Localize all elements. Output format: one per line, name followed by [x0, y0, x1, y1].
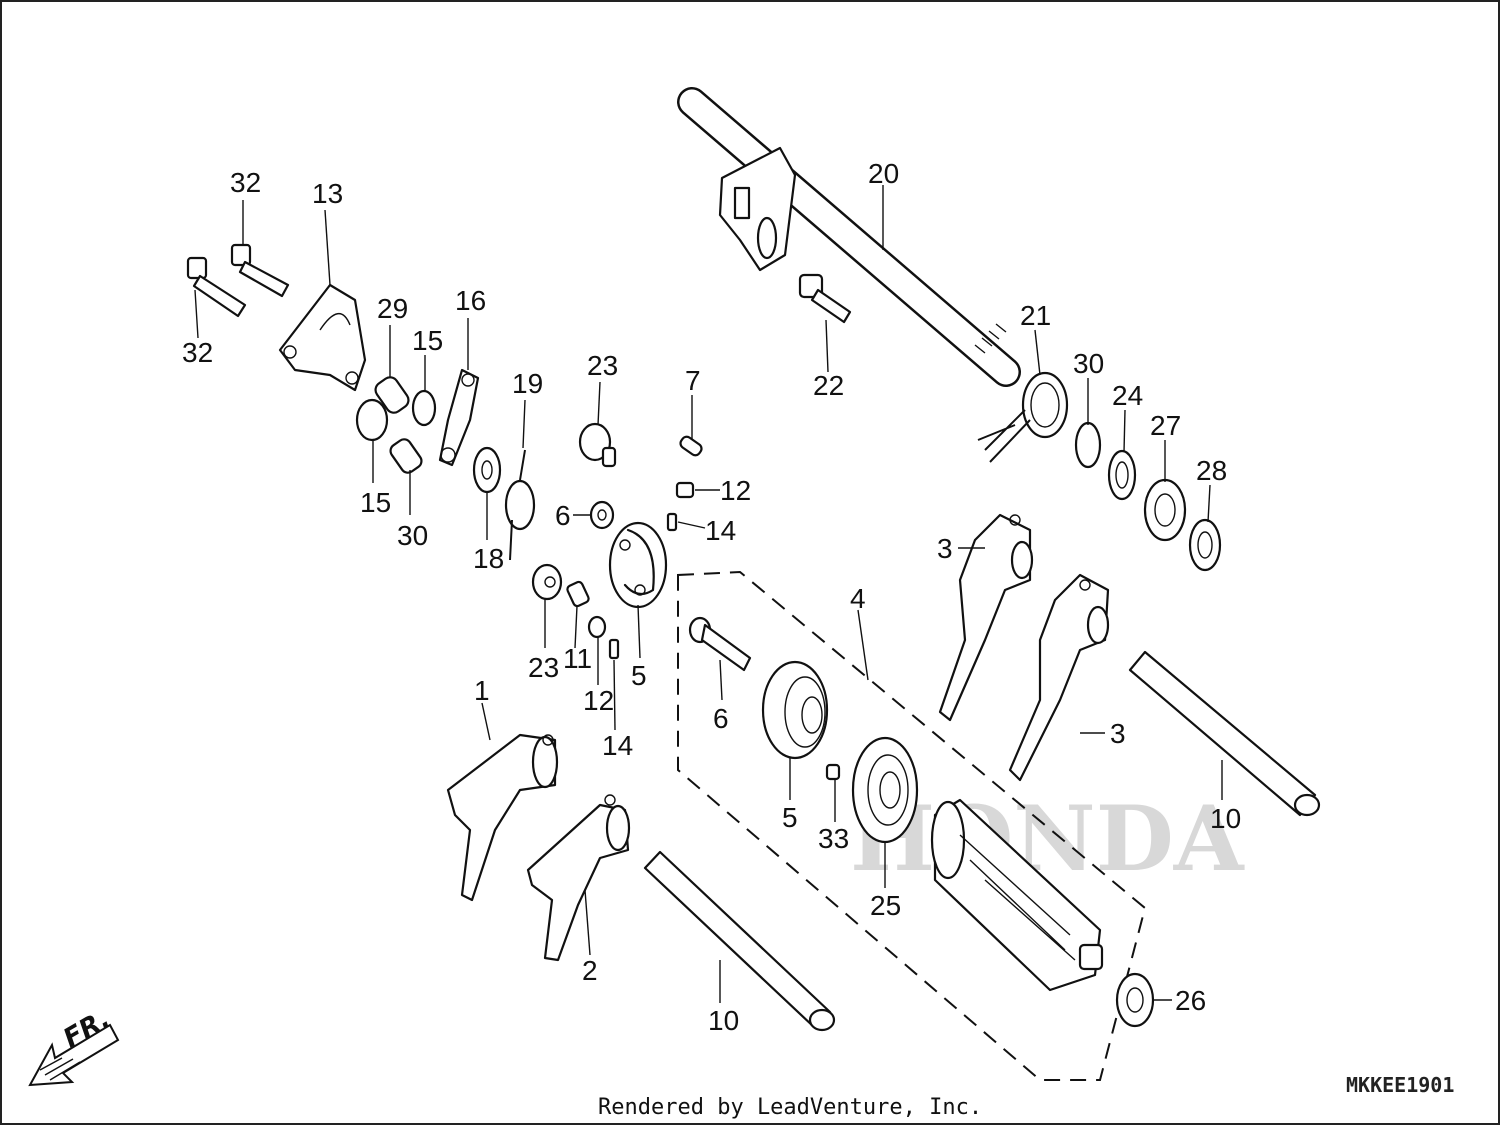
washer-17[interactable]	[411, 389, 437, 427]
callout-6: 6	[713, 703, 729, 734]
callout-4: 4	[850, 583, 866, 614]
callout-21: 21	[1020, 300, 1051, 331]
shift-fork-2[interactable]	[526, 794, 631, 962]
drum-center-7[interactable]	[608, 521, 668, 609]
shift-shaft[interactable]	[677, 87, 1021, 387]
collar-15[interactable]	[355, 398, 389, 442]
stopper-arm-16[interactable]	[438, 368, 480, 467]
callout-1: 1	[474, 675, 490, 706]
callout-19: 19	[512, 368, 543, 399]
callout-labels: 32 13 32 29 15 16 19 15 30 18 23 6 7 12 …	[182, 158, 1241, 1036]
spring-19[interactable]	[504, 449, 536, 561]
callout-12-upper: 12	[720, 475, 751, 506]
callout-24: 24	[1112, 380, 1143, 411]
callout-20: 20	[868, 158, 899, 189]
callout-7: 5	[631, 660, 647, 691]
callout-30: 30	[397, 520, 428, 551]
return-spring[interactable]	[977, 371, 1069, 463]
roller-12-lower[interactable]	[587, 615, 607, 639]
callout-12-lower: 12	[583, 685, 614, 716]
drum-pin-6[interactable]	[688, 616, 752, 672]
callout-26: 26	[1175, 985, 1206, 1016]
callout-16: 16	[455, 285, 486, 316]
snap-ring-31[interactable]	[1074, 421, 1102, 469]
shift-fork-3-upper[interactable]	[938, 513, 1034, 722]
fork-shaft-10-right[interactable]	[1128, 650, 1321, 817]
callout-32-bottom: 32	[182, 337, 213, 368]
callout-8: 6	[555, 500, 571, 531]
fork-shaft-10-lower[interactable]	[643, 850, 836, 1032]
bolt-22[interactable]	[798, 273, 852, 324]
shift-fork-3-lower[interactable]	[1008, 573, 1110, 782]
callout-33: 33	[818, 823, 849, 854]
callout-31: 30	[1073, 348, 1104, 379]
callout-10-lower: 10	[708, 1005, 739, 1036]
bearing-26[interactable]	[1115, 972, 1155, 1028]
callout-17: 15	[412, 325, 443, 356]
callout-3-lower: 3	[1110, 718, 1126, 749]
callout-28: 28	[1196, 455, 1227, 486]
callout-27: 27	[1150, 410, 1181, 441]
shift-fork-1[interactable]	[446, 733, 559, 902]
callout-22: 22	[813, 370, 844, 401]
callout-3-upper: 3	[937, 533, 953, 564]
shift-drum-gear-5[interactable]	[761, 660, 829, 760]
leader-lines	[194, 185, 1223, 1003]
callout-23-upper: 23	[587, 350, 618, 381]
stopper-plate[interactable]	[278, 283, 367, 392]
callout-25: 25	[870, 890, 901, 921]
callout-23-lower: 23	[528, 652, 559, 683]
pin-33[interactable]	[825, 763, 841, 781]
callout-9: 7	[685, 365, 701, 396]
callout-14-lower: 14	[602, 730, 633, 761]
bolt-32-upper[interactable]	[230, 243, 290, 298]
pin-9[interactable]	[679, 435, 704, 457]
bolt-23-upper[interactable]	[578, 422, 617, 468]
callout-2: 2	[582, 955, 598, 986]
callout-18: 18	[473, 543, 504, 574]
collar-8[interactable]	[589, 500, 615, 530]
credit-text: Rendered by LeadVenture, Inc.	[598, 1095, 982, 1120]
washer-18[interactable]	[472, 446, 502, 494]
oil-seal-28[interactable]	[1188, 518, 1222, 572]
bearing-25[interactable]	[851, 736, 919, 844]
bearing-27[interactable]	[1143, 478, 1187, 542]
spring-14-lower[interactable]	[608, 638, 620, 660]
bolt-23-lower[interactable]	[531, 563, 563, 601]
diagram-code: MKKEE1901	[1346, 1073, 1454, 1097]
callout-29: 29	[377, 293, 408, 324]
collar-29[interactable]	[372, 374, 411, 416]
spring-14-upper[interactable]	[666, 512, 678, 532]
shift-drum[interactable]	[930, 798, 1104, 992]
pin-11[interactable]	[566, 580, 590, 608]
collar-30[interactable]	[388, 437, 424, 476]
bolt-32-lower[interactable]	[186, 256, 247, 318]
callout-14-upper: 14	[705, 515, 736, 546]
callout-32-top: 32	[230, 167, 261, 198]
callout-13: 13	[312, 178, 343, 209]
washer-24[interactable]	[1107, 449, 1137, 501]
callout-5: 5	[782, 802, 798, 833]
callout-11: 11	[563, 643, 592, 674]
callout-10-right: 10	[1210, 803, 1241, 834]
roller-12-upper[interactable]	[675, 481, 695, 499]
callout-15: 15	[360, 487, 391, 518]
shift-drum-group-outline	[677, 570, 1147, 1081]
